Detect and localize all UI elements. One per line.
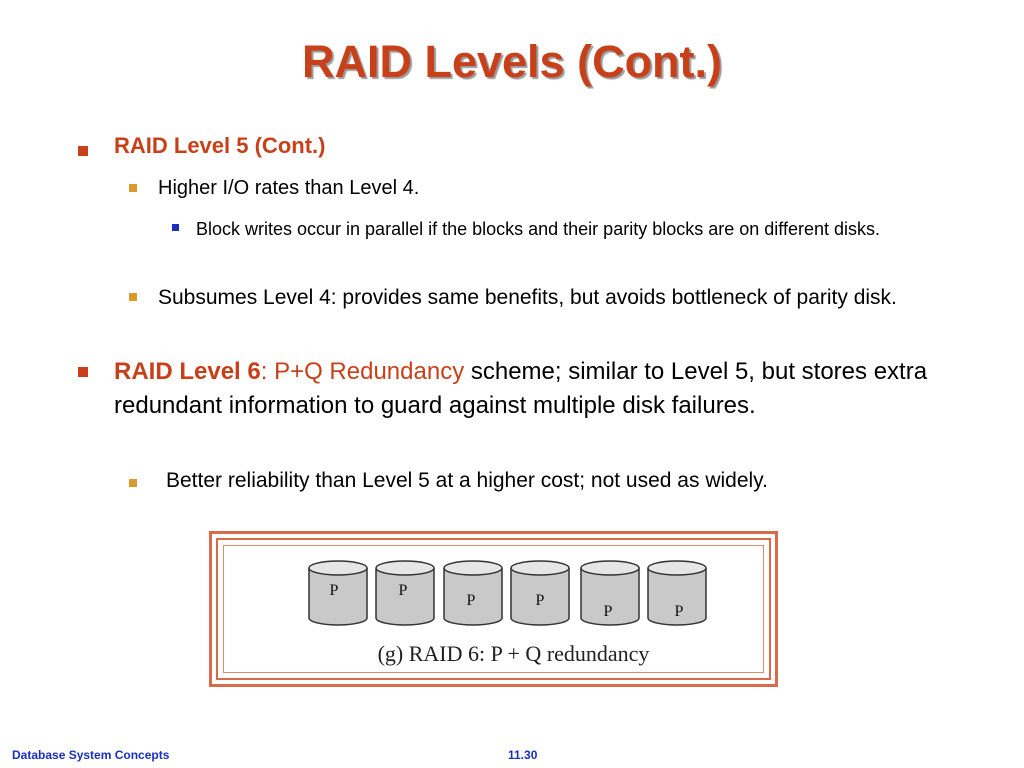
disk-icon: P (308, 560, 368, 626)
raid6-figure: P P P P P P (g) RAI (209, 531, 778, 687)
bullet-square-icon (78, 146, 88, 156)
figure-frame (216, 538, 771, 680)
level6-colon: : (260, 358, 275, 385)
level5-heading: RAID Level 5 (Cont.) (114, 133, 326, 158)
level5-io-text: Higher I/O rates than Level 4. (158, 177, 420, 199)
footer-page-number: 11.30 (508, 748, 538, 762)
bullet-square-icon (129, 184, 137, 192)
bullet-square-icon (129, 293, 137, 301)
level6-scheme: P+Q Redundancy (274, 358, 465, 385)
bullet-square-icon (172, 224, 179, 231)
level5-block-writes-text: Block writes occur in parallel if the bl… (196, 219, 880, 239)
level6-name: RAID Level 6 (114, 358, 261, 385)
level6-paragraph: RAID Level 6: P+Q Redundancy scheme; sim… (114, 355, 954, 423)
disk-icon: P (647, 560, 707, 626)
footer-course-title: Database System Concepts (12, 748, 170, 762)
disk-icon: P (375, 560, 435, 626)
disk-parity-label: P (535, 592, 545, 609)
disk-parity-label: P (603, 603, 613, 620)
disk-parity-label: P (466, 592, 476, 609)
level5-subsumes-text: Subsumes Level 4: provides same benefits… (158, 286, 897, 309)
disk-parity-label: P (398, 582, 408, 599)
disk-icon: P (443, 560, 503, 626)
disk-icon: P (580, 560, 640, 626)
disk-parity-label: P (329, 582, 339, 599)
level6-reliability-text: Better reliability than Level 5 at a hig… (166, 469, 768, 492)
figure-caption: (g) RAID 6: P + Q redundancy (377, 641, 650, 666)
disk-icon: P (510, 560, 570, 626)
figure-frame-inner (223, 545, 764, 673)
bullet-square-icon (129, 479, 137, 487)
level6-description: scheme; similar to Level 5, but stores e… (114, 358, 928, 419)
bullet-square-icon (78, 367, 88, 377)
disk-parity-label: P (674, 603, 684, 620)
slide-title: RAID Levels (Cont.) (301, 36, 723, 87)
